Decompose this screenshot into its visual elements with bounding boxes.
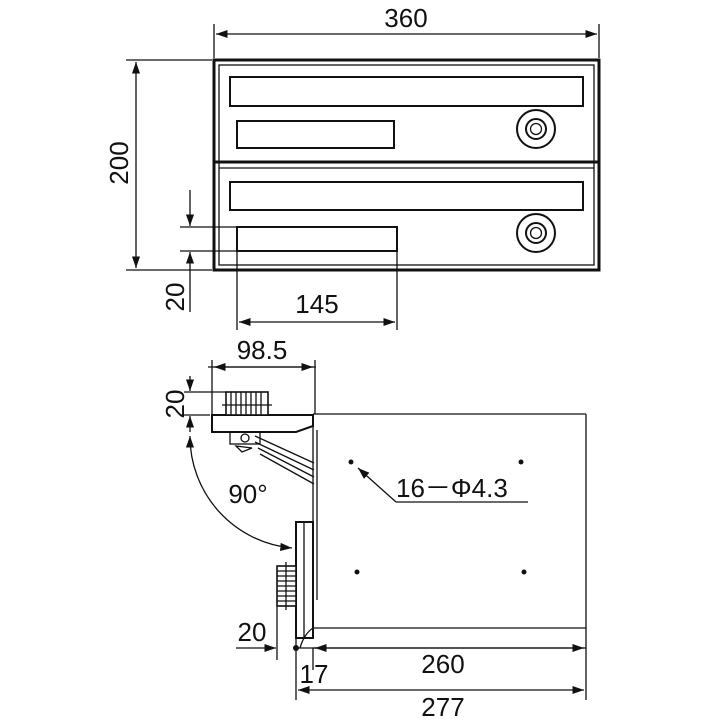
dim-17-label: 17 <box>300 659 329 689</box>
upper-name-plate <box>236 120 395 149</box>
dim-20-lid-label: 20 <box>160 390 190 419</box>
closed-lid-knob-icon <box>276 562 297 610</box>
dim-277-label: 277 <box>421 692 464 720</box>
mount-hole-3 <box>354 569 360 575</box>
open-lid <box>211 414 314 433</box>
dim-200-label: 200 <box>104 141 134 184</box>
front-outer-frame <box>212 58 601 272</box>
bottom-flange <box>313 627 587 649</box>
upper-lock-icon <box>516 109 556 149</box>
dim-98-5-label: 98.5 <box>237 335 288 365</box>
dim-20-bottom-label: 20 <box>238 617 267 647</box>
bottom-flange-bend <box>299 627 314 649</box>
dim-20-front-label: 20 <box>160 283 190 312</box>
mount-hole-1 <box>348 459 354 465</box>
lower-lock-icon <box>516 213 556 253</box>
dim-145-label: 145 <box>295 289 338 319</box>
holes-label: 16－Φ4.3 <box>396 473 508 503</box>
swing-arc <box>185 435 293 552</box>
dim-260-label: 260 <box>421 649 464 679</box>
mount-hole-2 <box>518 459 524 465</box>
dim-360-label: 360 <box>384 3 427 33</box>
hinge-icon <box>229 431 315 485</box>
lid-knob-icon <box>222 391 272 416</box>
mount-hole-4 <box>521 569 527 575</box>
front-inner-frame <box>218 64 595 266</box>
side-view: 98.5 20 90° 16－Φ4.3 <box>160 335 587 720</box>
lower-name-plate <box>236 226 398 252</box>
holes-leader <box>357 467 397 503</box>
lower-mail-slot <box>229 181 584 211</box>
angle-label: 90° <box>228 479 267 509</box>
dim-20-bottom-dot <box>293 645 299 651</box>
front-view: 360 200 20 145 <box>104 3 601 330</box>
upper-mail-slot <box>229 76 584 107</box>
